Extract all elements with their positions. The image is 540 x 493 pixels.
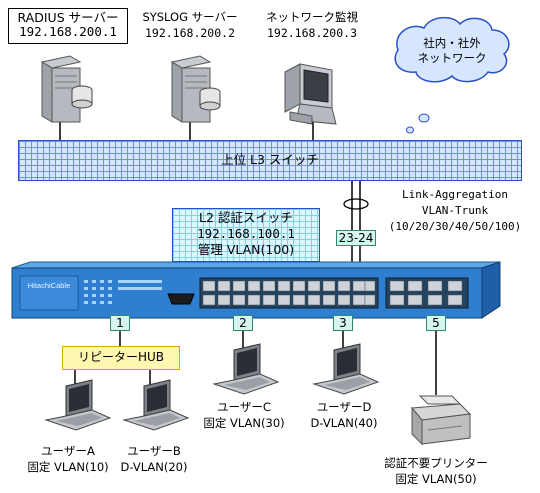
- printer-icon: [411, 395, 472, 446]
- lag-line1: Link-Aggregation: [402, 188, 508, 201]
- monitor-pc-icon: [284, 63, 337, 125]
- netmon-ip: 192.168.200.3: [266, 26, 357, 40]
- l2-switch-brand: HitachiCable: [27, 281, 71, 290]
- port-5-box: 5: [426, 315, 446, 331]
- port-1-label: 1: [116, 316, 124, 330]
- cloud-line2: ネットワーク: [417, 51, 487, 65]
- port-2-label: 2: [239, 316, 247, 330]
- l2-switch-ip: 192.168.100.1: [197, 226, 295, 241]
- trunk-port-label: 23-24: [338, 231, 374, 245]
- user-a-vlan: 固定 VLAN(10): [27, 460, 109, 474]
- user-c-laptop-icon: [212, 343, 280, 395]
- user-b-vlan: D-VLAN(20): [120, 460, 188, 474]
- cloud-bubble-2: [406, 126, 414, 134]
- port-1-box: 1: [110, 315, 130, 331]
- l2-switch-name: L2 認証スイッチ: [199, 210, 293, 225]
- user-b-name: ユーザーB: [127, 444, 181, 458]
- port-5-label: 5: [432, 316, 440, 330]
- lag-line3: (10/20/30/40/50/100): [388, 220, 522, 233]
- l2-switch-vlan: 管理 VLAN(100): [197, 242, 295, 257]
- user-b-laptop-icon: [122, 379, 190, 431]
- syslog-ip: 192.168.200.2: [144, 26, 235, 40]
- cloud-bubble-1: [418, 113, 430, 123]
- netmon-name: ネットワーク監視: [266, 10, 358, 24]
- port-3-label: 3: [339, 316, 347, 330]
- repeater-hub: リピーターHUB: [62, 346, 180, 370]
- printer-name: 認証不要プリンター: [384, 456, 488, 470]
- printer-vlan: 固定 VLAN(50): [395, 472, 477, 486]
- radius-server-icon: [40, 55, 93, 123]
- user-c-name: ユーザーC: [217, 400, 271, 414]
- user-a-name: ユーザーA: [41, 444, 95, 458]
- syslog-name: SYSLOG サーバー: [142, 10, 238, 24]
- l3-switch: 上位 L3 スイッチ: [18, 140, 522, 181]
- l3-switch-label: 上位 L3 スイッチ: [221, 152, 319, 167]
- cloud-line1: 社内・社外: [423, 36, 481, 50]
- port-3-box: 3: [333, 315, 353, 331]
- user-d-laptop-icon: [312, 343, 380, 395]
- lag-ellipse: [343, 198, 369, 210]
- radius-ip: 192.168.200.1: [19, 24, 117, 39]
- syslog-server-icon: [170, 55, 221, 123]
- radius-label-box: RADIUS サーバー 192.168.200.1: [8, 8, 128, 44]
- user-c-vlan: 固定 VLAN(30): [203, 416, 285, 430]
- trunk-port-box: 23-24: [336, 230, 376, 246]
- user-d-name: ユーザーD: [316, 400, 372, 414]
- user-d-vlan: D-VLAN(40): [310, 416, 378, 430]
- port-2-box: 2: [233, 315, 253, 331]
- lag-line2: VLAN-Trunk: [421, 204, 489, 217]
- radius-name: RADIUS サーバー: [17, 10, 119, 25]
- l2-switch-label-box: L2 認証スイッチ 192.168.100.1 管理 VLAN(100): [172, 208, 320, 262]
- user-a-laptop-icon: [44, 379, 112, 431]
- repeater-hub-label: リピーターHUB: [77, 350, 165, 364]
